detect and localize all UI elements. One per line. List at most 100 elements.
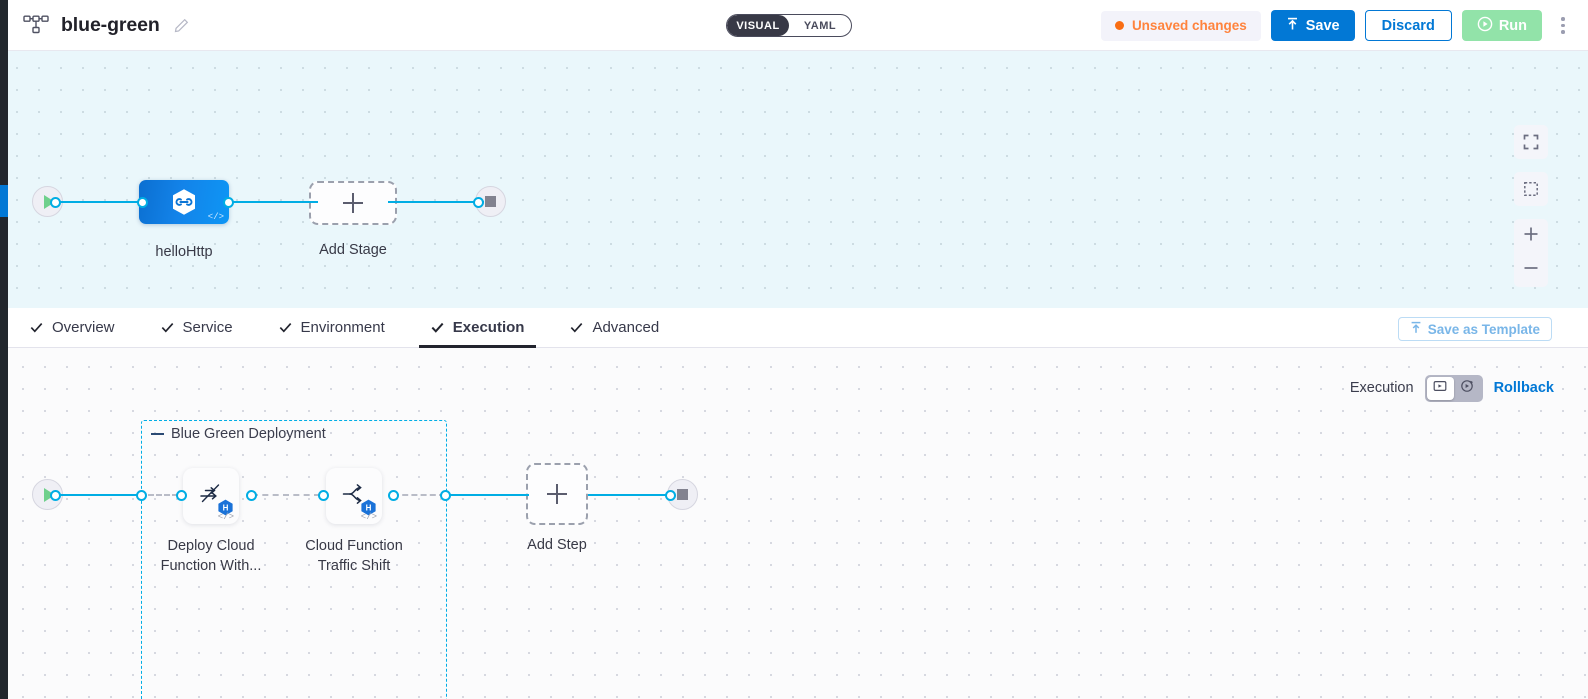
pencil-icon[interactable] bbox=[172, 18, 189, 33]
check-icon bbox=[30, 321, 43, 334]
step2-output-port[interactable] bbox=[388, 490, 399, 501]
zoom-in-button[interactable] bbox=[1514, 219, 1548, 253]
rollback-link[interactable]: Rollback bbox=[1493, 380, 1554, 396]
execution-canvas[interactable]: Blue Green Deployment bbox=[0, 348, 1588, 699]
collapse-dash-icon[interactable] bbox=[151, 432, 164, 436]
harness-hexagon-badge: H bbox=[360, 499, 377, 516]
discard-button[interactable]: Discard bbox=[1364, 10, 1452, 41]
header-left-group: blue-green bbox=[23, 14, 189, 37]
minus-icon bbox=[1522, 259, 1540, 282]
tab-service-label: Service bbox=[182, 319, 233, 336]
save-button[interactable]: Save bbox=[1270, 10, 1355, 41]
unsaved-dot-icon bbox=[1114, 21, 1124, 30]
tab-execution-label: Execution bbox=[452, 319, 525, 336]
tab-advanced[interactable]: Advanced bbox=[570, 308, 659, 348]
check-icon bbox=[570, 321, 583, 334]
fit-to-screen-button[interactable] bbox=[1514, 125, 1548, 159]
stage-group-title-label: Blue Green Deployment bbox=[171, 426, 326, 442]
zoom-controls[interactable] bbox=[1514, 219, 1548, 287]
stage-code-glyph: </> bbox=[207, 212, 224, 222]
unsaved-changes-badge: Unsaved changes bbox=[1100, 10, 1261, 41]
check-icon bbox=[431, 321, 444, 334]
svg-text:H: H bbox=[366, 504, 372, 513]
tab-overview-label: Overview bbox=[52, 319, 115, 336]
edge-step1-to-step2 bbox=[252, 494, 320, 496]
stage-group-blue-green[interactable] bbox=[141, 420, 447, 699]
mode-option-yaml[interactable]: YAML bbox=[803, 19, 837, 32]
left-nav-rail bbox=[0, 0, 8, 699]
tab-service[interactable]: Service bbox=[161, 308, 233, 348]
save-as-template-label: Save as Template bbox=[1427, 321, 1540, 337]
save-button-label: Save bbox=[1305, 17, 1340, 34]
edge-group-to-step1 bbox=[148, 494, 178, 496]
pipeline-header: blue-green VISUAL YAML Unsaved changes bbox=[0, 0, 1588, 51]
check-icon bbox=[161, 321, 174, 334]
stage-group-title: Blue Green Deployment bbox=[151, 426, 326, 442]
stage-node-hellohttp[interactable]: </> bbox=[139, 180, 229, 224]
start-node-port[interactable] bbox=[50, 197, 61, 208]
left-nav-active-indicator bbox=[0, 185, 8, 217]
edge-group-to-addstep bbox=[447, 494, 529, 496]
stage-output-port[interactable] bbox=[223, 197, 234, 208]
step-code-glyph: </> bbox=[360, 512, 377, 522]
save-as-template-button[interactable]: Save as Template bbox=[1397, 317, 1552, 341]
page-title: blue-green bbox=[61, 13, 160, 36]
stage-input-port[interactable] bbox=[137, 197, 148, 208]
group-input-port[interactable] bbox=[136, 490, 147, 501]
stage-node-label: helloHttp bbox=[155, 244, 213, 260]
tab-environment[interactable]: Environment bbox=[279, 308, 385, 348]
add-stage-button[interactable] bbox=[309, 181, 397, 225]
svg-text:H: H bbox=[223, 504, 229, 513]
stage-canvas[interactable]: </> helloHttp Add Stage bbox=[0, 51, 1588, 308]
add-stage-label: Add Stage bbox=[319, 242, 387, 258]
rollback-steps-icon bbox=[1460, 379, 1474, 398]
step1-input-port[interactable] bbox=[176, 490, 187, 501]
pipeline-icon bbox=[23, 14, 49, 36]
tab-list: Overview Service Environment Execution bbox=[30, 308, 705, 348]
tab-execution[interactable]: Execution bbox=[418, 308, 537, 348]
template-upload-icon bbox=[1410, 321, 1422, 337]
add-step-label: Add Step bbox=[527, 537, 587, 553]
tab-overview[interactable]: Overview bbox=[30, 308, 115, 348]
step-node-deploy-cloud-function[interactable]: H </> bbox=[183, 468, 239, 524]
step2-input-port[interactable] bbox=[318, 490, 329, 501]
view-mode-toggle[interactable]: VISUAL YAML bbox=[726, 14, 852, 37]
traffic-shift-icon bbox=[339, 481, 369, 512]
stop-icon bbox=[677, 489, 688, 500]
step-node-label: Cloud Function Traffic Shift bbox=[305, 538, 403, 574]
mode-option-visual[interactable]: VISUAL bbox=[727, 15, 789, 36]
tab-advanced-label: Advanced bbox=[592, 319, 660, 336]
run-button-label: Run bbox=[1498, 17, 1527, 34]
dashed-square-icon bbox=[1514, 172, 1548, 206]
snap-select-button[interactable] bbox=[1514, 172, 1548, 206]
play-icon bbox=[43, 194, 55, 209]
zoom-out-button[interactable] bbox=[1514, 253, 1548, 287]
unsaved-changes-label: Unsaved changes bbox=[1131, 18, 1247, 33]
kebab-menu-icon[interactable] bbox=[1552, 9, 1574, 43]
play-icon bbox=[43, 487, 55, 502]
harness-hexagon-icon bbox=[171, 188, 197, 216]
end-node-port[interactable] bbox=[473, 197, 484, 208]
add-step-button[interactable] bbox=[526, 463, 588, 525]
execution-mode-controls: Execution Rol bbox=[1350, 374, 1554, 402]
edge-start-to-group bbox=[52, 494, 144, 496]
header-actions: Unsaved changes Save Discard Run bbox=[1100, 0, 1574, 51]
upload-arrow-icon bbox=[1286, 17, 1299, 35]
group-output-port[interactable] bbox=[440, 490, 451, 501]
stage-config-tabs: Overview Service Environment Execution bbox=[0, 308, 1588, 348]
step1-output-port[interactable] bbox=[246, 490, 257, 501]
execution-view-button[interactable] bbox=[1426, 376, 1454, 400]
step-node-cloud-function-traffic-shift[interactable]: H </> bbox=[326, 468, 382, 524]
rollback-view-button[interactable] bbox=[1454, 377, 1481, 400]
execution-steps-icon bbox=[1433, 379, 1447, 398]
execution-start-port[interactable] bbox=[50, 490, 61, 501]
deploy-cloud-function-icon bbox=[196, 480, 226, 513]
edge-stage-to-addstage bbox=[226, 201, 318, 203]
tab-environment-label: Environment bbox=[300, 319, 385, 336]
execution-rollback-segmented-control[interactable] bbox=[1424, 374, 1483, 402]
run-button[interactable]: Run bbox=[1461, 10, 1542, 41]
execution-end-port[interactable] bbox=[665, 490, 676, 501]
edge-step2-to-groupend bbox=[393, 494, 445, 496]
check-icon bbox=[279, 321, 292, 334]
